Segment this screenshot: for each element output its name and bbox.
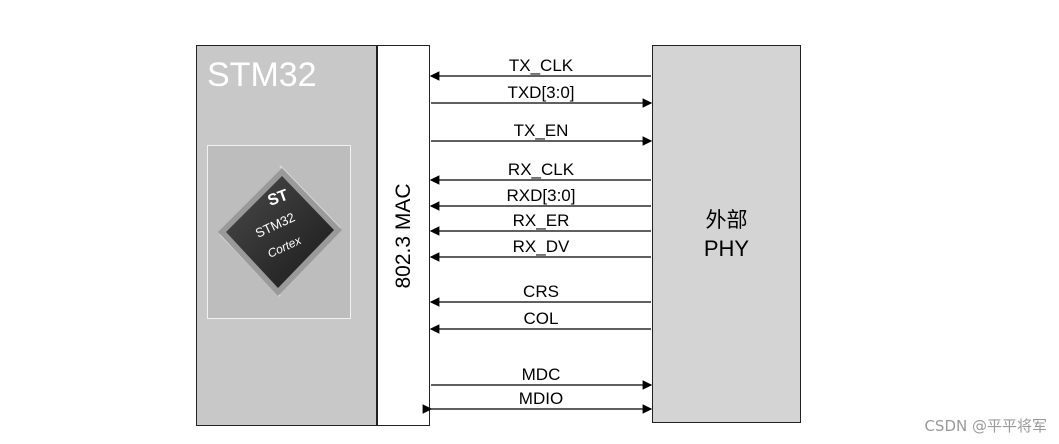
- signal-label: MDIO: [519, 389, 563, 408]
- stm32-block: STM32 ST STM32 Cortex: [196, 45, 377, 426]
- chip-illustration: ST STM32 Cortex: [218, 165, 342, 297]
- chip-image: ST STM32 Cortex: [207, 145, 351, 319]
- phy-label-external: 外部: [705, 208, 748, 232]
- watermark: CSDN @平平将军: [924, 417, 1047, 435]
- phy-block: 外部 PHY: [652, 45, 801, 423]
- signal-label: RX_ER: [513, 211, 570, 230]
- signal-label: COL: [524, 309, 559, 328]
- signal-label: TX_EN: [514, 121, 569, 140]
- stm32-title: STM32: [207, 56, 317, 94]
- signal-label: CRS: [523, 282, 559, 301]
- signal-label: TX_CLK: [509, 56, 574, 75]
- mac-block: 802.3 MAC: [377, 45, 430, 426]
- phy-label: PHY: [703, 236, 750, 261]
- signal-label: TXD[3:0]: [507, 83, 574, 102]
- signal-label: RXD[3:0]: [507, 186, 576, 205]
- signal-label: RX_CLK: [508, 160, 575, 179]
- signal-label: MDC: [522, 365, 561, 384]
- chip-logo: ST: [266, 187, 291, 210]
- signal-label: RX_DV: [513, 237, 570, 256]
